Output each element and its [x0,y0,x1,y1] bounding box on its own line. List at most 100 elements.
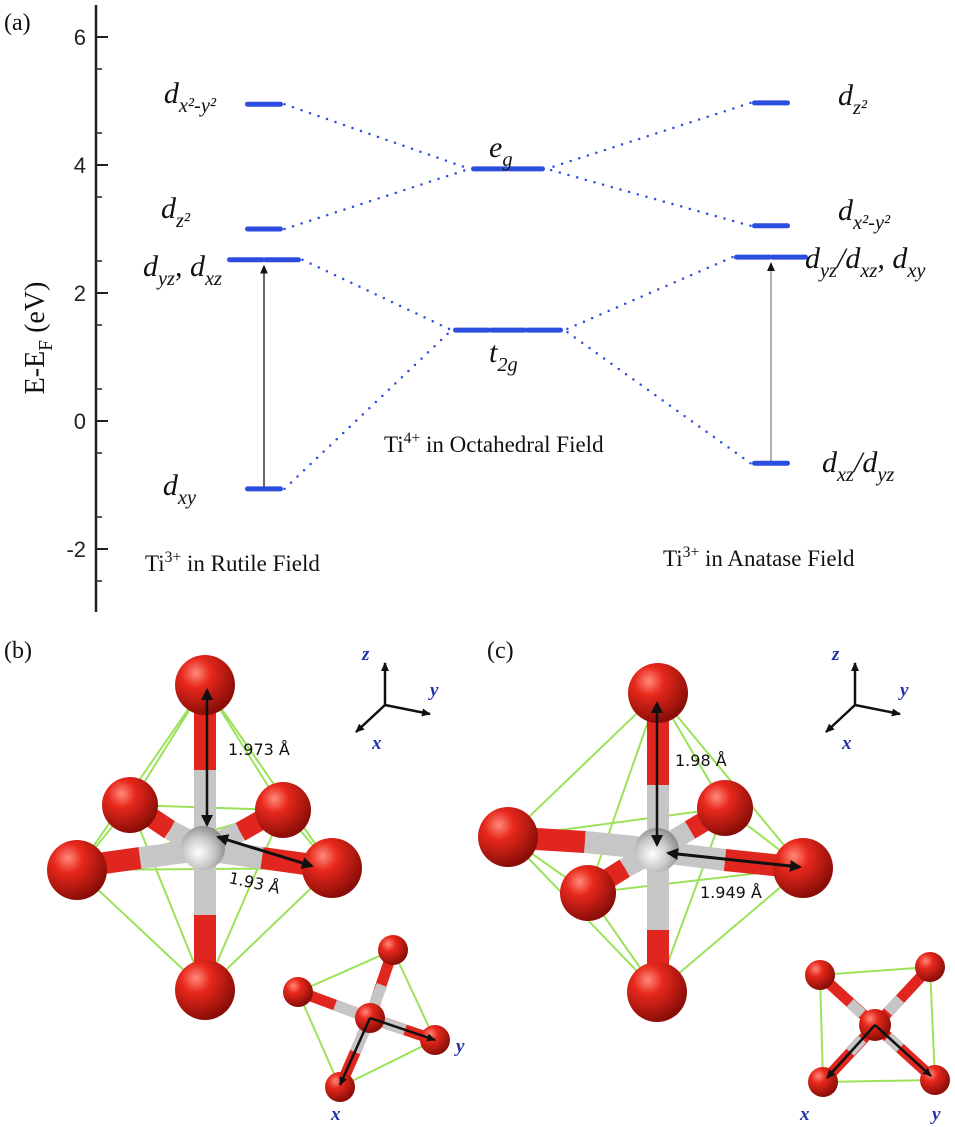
axis-label-x: x [371,733,382,754]
field-caption-part: Ti [384,432,404,457]
y-tick-label: -2 [66,537,86,562]
orbital-label-part: d [822,446,838,479]
oxygen-atom [560,865,616,921]
orbital-label: dx²-y² [164,77,217,117]
axis-label-z: z [831,644,840,665]
oxygen-atom [255,782,311,838]
orbital-label-part: , d [175,250,206,283]
axis-label-z: z [361,644,370,665]
oxygen-atom [378,935,408,965]
topview-axis-label-y: y [454,1036,465,1057]
orbital-label: dxz/dyz [822,446,894,486]
anatase-top-view [805,952,950,1097]
panel-label-b: (b) [4,638,32,664]
rutile-top-view [283,935,450,1102]
field-caption-part: 3+ [683,544,700,561]
orbital-label-part: 2g [497,354,517,376]
orbital-label: dyz, dxz [143,250,222,290]
oxygen-atom [325,1072,355,1102]
oxygen-atom [805,960,835,990]
orbital-label-part: e [489,131,502,164]
correlation-line [301,258,453,332]
field-caption-part: in Anatase Field [699,546,855,571]
orbital-label-part: d [838,79,854,112]
anatase-atoms [478,663,833,1022]
field-caption-part: in Rutile Field [181,551,320,576]
rutile-atoms [47,655,362,1020]
correlation-line [283,167,471,231]
axial-bond-length: 1.98 Å [675,751,727,770]
panel-label-a: (a) [4,10,31,36]
orbital-label-part: d [805,242,821,275]
axes-triad-b [355,662,431,733]
oxygen-atom [697,780,753,836]
equatorial-bond-length: 1.949 Å [700,883,762,902]
field-caption: Ti3+ in Anatase Field [663,544,855,571]
orbital-label-part: x²-y² [852,212,891,234]
orbital-label-part: /d [852,446,878,479]
orbital-label-part: d [161,192,177,225]
topview-axis-label-x: x [330,1104,341,1125]
y-axis-label: E-EF (eV) [20,282,57,395]
field-caption-part: 3+ [165,549,182,566]
y-tick-label: 2 [74,281,86,306]
equatorial-bond-arrow [666,848,802,872]
orbital-label-part: d [164,77,180,110]
orbital-label-part: d [163,469,179,502]
y-tick-label: 0 [74,409,86,434]
oxygen-atom [915,952,945,982]
oxygen-atom [175,655,235,715]
y-axis-label-part: (eV) [20,282,51,340]
correlation-line [545,167,752,228]
orbital-label-part: z² [175,210,191,232]
field-caption: Ti3+ in Rutile Field [145,549,320,576]
oxygen-atom [627,962,687,1022]
oxygen-atom [175,960,235,1020]
y-axis-label-part: E-E [20,351,51,395]
field-caption-part: Ti [663,546,683,571]
orbital-label: dyz/dxz, dxy [805,242,926,282]
orbital-label-part: , d [877,242,908,275]
axis-label-x: x [841,733,852,754]
orbital-label-part: yz [156,268,175,290]
y-axis-label-part: F [36,340,57,351]
orbital-label-part: t [489,336,498,369]
axial-bond-length: 1.973 Å [228,740,290,759]
oxygen-atom [302,838,362,898]
orbital-label: t2g [489,336,518,376]
orbital-label: dz² [838,79,868,119]
orbital-label-part: xz [204,268,222,290]
field-caption-part: in Octahedral Field [420,432,604,457]
y-tick-label: 4 [74,153,86,178]
orbital-label: dxy [163,469,197,509]
oxygen-atom [628,663,688,723]
orbital-label-part: x²-y² [178,95,217,117]
topview-axis-label-y: y [930,1104,941,1125]
oxygen-atom [102,777,158,833]
oxygen-atom [283,977,313,1007]
orbital-label-part: z² [852,97,868,119]
correlation-line [563,255,734,332]
correlation-line [283,328,453,491]
orbital-label-part: d [838,194,854,227]
orbital-label-part: xz [836,464,854,486]
orbital-label-part: g [502,149,512,171]
panel-label-c: (c) [487,638,514,664]
equatorial-bond-arrow [216,834,314,869]
orbital-label: dx²-y² [838,194,891,234]
orbital-label: dz² [161,192,191,232]
titanium-atom [181,826,225,870]
axis-label-y: y [898,680,909,701]
field-caption-part: 4+ [404,430,421,447]
topview-axis-label-x: x [799,1104,810,1125]
orbital-label: eg [489,131,513,171]
orbital-label-part: yz [818,260,837,282]
orbital-label-part: /d [835,242,861,275]
field-caption-part: Ti [145,551,165,576]
y-tick-label: 6 [74,25,86,50]
orbital-label-part: d [143,250,159,283]
equatorial-bond-length: 1.93 Å [227,868,282,897]
orbital-label-part: xy [177,487,197,509]
